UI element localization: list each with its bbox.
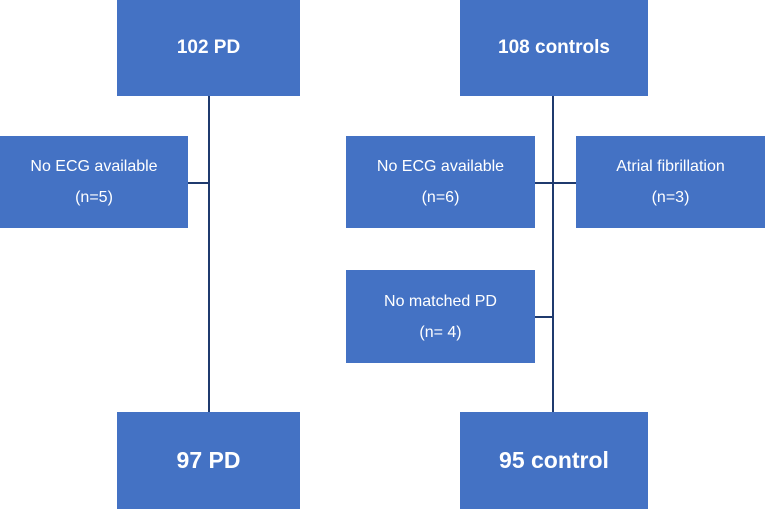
pd-enrolled-label: 102 PD [176,37,241,58]
control-ecg-connector [535,182,553,184]
control-no-matched-pd-count: (n= 4) [419,323,462,341]
control-atrial-fibrillation-box: Atrial fibrillation (n=3) [576,136,765,228]
pd-no-ecg-label: No ECG available [30,158,158,175]
control-af-connector [553,182,576,184]
pd-enrolled-box: 102 PD [117,0,300,96]
pd-no-ecg-count: (n=5) [75,189,113,206]
control-no-ecg-box: No ECG available (n=6) [346,136,535,228]
control-final-box: 95 control [460,412,648,509]
control-enrolled-label: 108 controls [498,37,610,58]
control-no-matched-pd-label: No matched PD [384,292,497,310]
control-no-ecg-count: (n=6) [421,189,460,206]
control-vertical-connector [552,96,554,412]
control-no-matched-pd-box: No matched PD (n= 4) [346,270,535,363]
pd-vertical-connector [208,96,210,412]
pd-exclusion-connector [188,182,209,184]
control-atrial-fibrillation-count: (n=3) [651,189,690,206]
pd-no-ecg-box: No ECG available (n=5) [0,136,188,228]
pd-final-box: 97 PD [117,412,300,509]
pd-final-label: 97 PD [176,447,241,473]
control-no-ecg-label: No ECG available [376,158,505,175]
control-match-connector [535,316,553,318]
control-atrial-fibrillation-label: Atrial fibrillation [616,158,725,175]
control-final-label: 95 control [499,447,609,473]
control-enrolled-box: 108 controls [460,0,648,96]
